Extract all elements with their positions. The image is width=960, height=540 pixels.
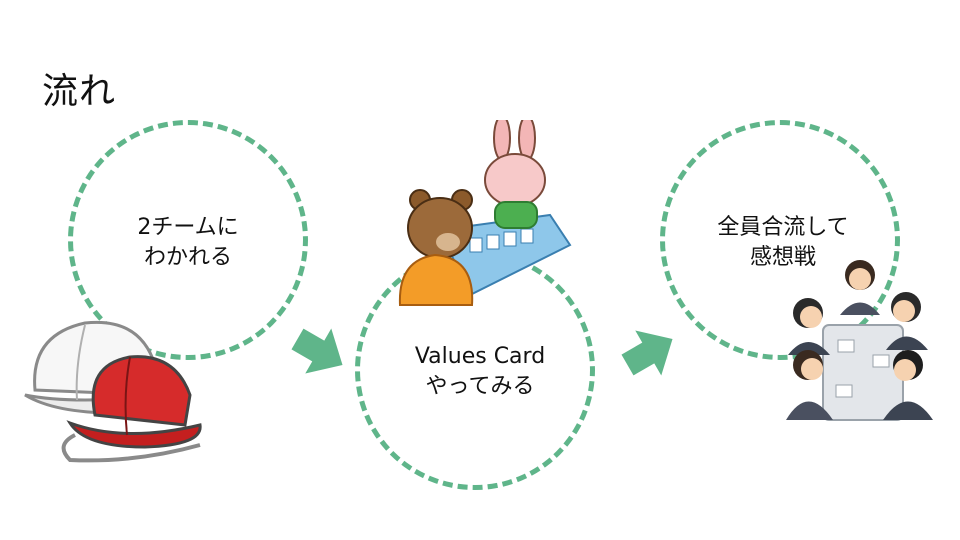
step-1-line1: 2チームに: [137, 215, 239, 240]
helmet-cap-illustration: [24, 320, 202, 463]
arrow-right-icon: [621, 330, 673, 376]
step-3-text: 全員合流して 感想戦: [703, 213, 863, 273]
step-2-line1: Values Card: [414, 344, 546, 369]
page-title: 流れ: [42, 71, 117, 112]
step-3-line2: 感想戦: [749, 245, 816, 270]
step-3-circle: [660, 120, 900, 360]
step-1-text: 2チームに わかれる: [128, 213, 248, 273]
meeting-people-icon: [786, 260, 933, 421]
step-1-line2: わかれる: [143, 245, 232, 270]
arrow-right-icon: [291, 328, 343, 374]
red-cap-icon: [61, 355, 202, 463]
step-3-line1: 全員合流して: [717, 215, 849, 240]
step-2-line2: やってみる: [425, 374, 535, 399]
bear-rabbit-card-game-icon: [398, 120, 572, 306]
step-1-circle: [68, 120, 308, 360]
step-2-text: Values Card やってみる: [395, 342, 565, 402]
